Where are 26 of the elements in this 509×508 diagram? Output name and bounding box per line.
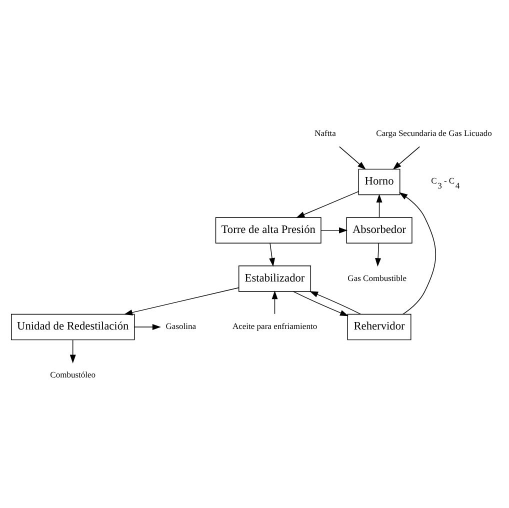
arrow <box>392 146 420 170</box>
arrow <box>272 290 278 314</box>
arrow <box>399 192 436 314</box>
node-box: Estabilizador <box>238 265 312 292</box>
arrow <box>376 193 382 218</box>
arrow <box>320 226 348 233</box>
node-text: Aceite para enfriamiento <box>232 320 318 331</box>
node-text: Carga Secundaria de Gas Licuado <box>376 127 492 138</box>
arrow <box>134 324 161 330</box>
arrow <box>124 286 240 315</box>
arrow <box>296 190 359 218</box>
arrow <box>339 146 366 170</box>
node-box: Horno <box>358 168 400 195</box>
node-text: Gas Combustible <box>348 272 407 282</box>
arrow <box>310 290 362 314</box>
node-text: Combustóleo <box>50 369 96 380</box>
arrow <box>375 242 382 266</box>
node-box: Absorbedor <box>346 216 412 243</box>
node-box: Torre de alta Presión <box>215 216 322 243</box>
node-box: Unidad de Redestilación <box>11 313 135 340</box>
arrow <box>293 290 349 316</box>
arrow <box>70 339 76 363</box>
arrow <box>269 242 276 266</box>
node-text: Gasolina <box>166 320 196 331</box>
node-box: Rehervidor <box>347 313 412 340</box>
node-text: Naftta <box>314 127 336 138</box>
